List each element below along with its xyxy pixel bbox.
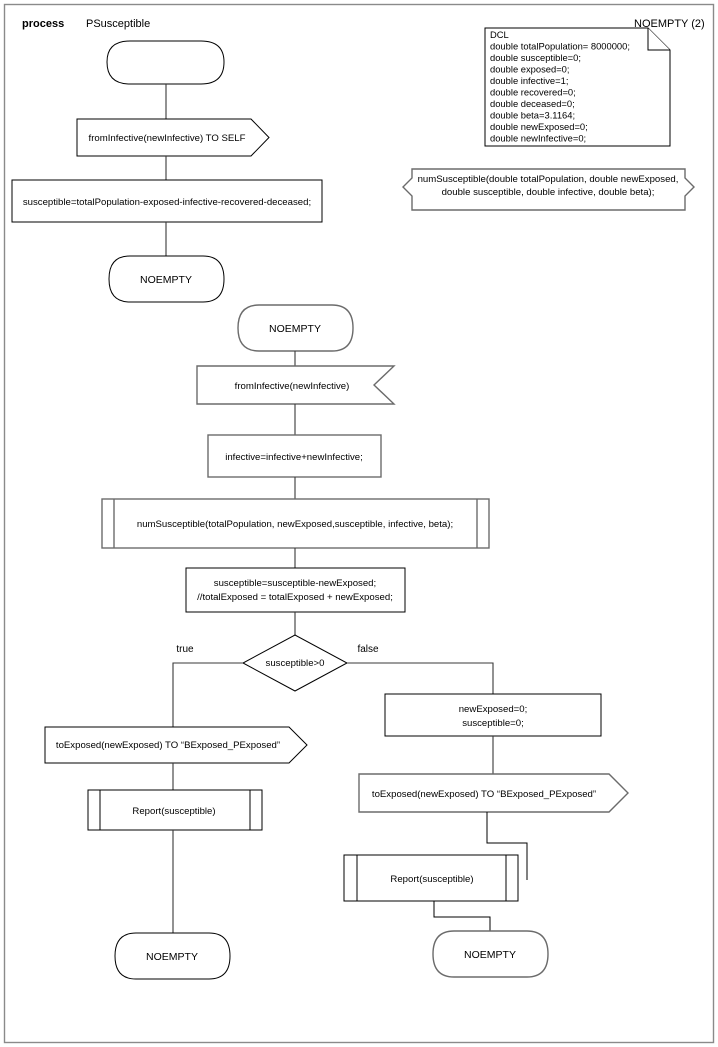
true-report-box: Report(susceptible): [87, 789, 263, 831]
procedure-declaration-outline: [402, 168, 695, 211]
true-report-label: Report(susceptible): [132, 806, 215, 817]
procedure-declaration: numSusceptible(double totalPopulation, d…: [402, 168, 695, 211]
false-report-label: Report(susceptible): [390, 874, 473, 885]
dcl-note-line-1: double susceptible=0;: [490, 52, 581, 63]
false-output-label: toExposed(newExposed) TO “BExposed_PExpo…: [372, 789, 596, 800]
task-exposed: susceptible=susceptible-newExposed; //to…: [185, 567, 406, 613]
task-susceptible: susceptible=totalPopulation-exposed-infe…: [11, 179, 323, 223]
input-from-infective-shape: fromInfective(newInfective): [196, 365, 396, 405]
dcl-note-line-6: double beta=3.1164;: [490, 110, 575, 121]
true-next-state-label: NOEMPTY: [146, 951, 198, 963]
process-name: PSusceptible: [86, 18, 150, 30]
connector-true-branch: [172, 662, 243, 727]
input-self-shape: fromInfective(newInfective) TO SELF: [76, 118, 270, 157]
page-reference-label: NOEMPTY (2): [634, 18, 705, 30]
false-next-state-outline: [432, 930, 549, 978]
decision-outline: [241, 634, 349, 692]
false-report-outline: [343, 854, 519, 902]
connector-false-report-to-state: [433, 901, 491, 931]
false-report-box: Report(susceptible): [343, 854, 519, 902]
procedure-declaration-line-2: double susceptible, double infective, do…: [442, 187, 655, 198]
process-keyword: process: [22, 18, 64, 30]
input-from-infective-label: fromInfective(newInfective): [235, 381, 350, 392]
input-self-label: fromInfective(newInfective) TO SELF: [89, 133, 246, 144]
false-task-line-1: newExposed=0;: [459, 704, 528, 715]
true-output-label: toExposed(newExposed) TO “BExposed_PExpo…: [56, 740, 280, 751]
procedure-call-num-susceptible: numSusceptible(totalPopulation, newExpos…: [101, 498, 490, 549]
task-exposed-line-2: //totalExposed = totalExposed + newExpos…: [197, 592, 393, 603]
procedure-call-box: [101, 498, 490, 549]
start-state-outline: [106, 40, 225, 85]
decision-label: susceptible>0: [266, 658, 325, 669]
dcl-note-line-2: double exposed=0;: [490, 64, 570, 75]
dcl-note-line-3: double infective=1;: [490, 75, 568, 86]
true-next-state: NOEMPTY: [114, 932, 231, 980]
task-susceptible-box: [11, 179, 323, 223]
start-state: [106, 40, 225, 85]
true-report-outline: [87, 789, 263, 831]
task-susceptible-label: susceptible=totalPopulation-exposed-infe…: [23, 197, 311, 208]
dcl-note-fold: [647, 28, 670, 51]
procedure-call-label: numSusceptible(totalPopulation, newExpos…: [137, 519, 453, 530]
false-next-state-label: NOEMPTY: [464, 949, 516, 961]
dcl-note-line-0: double totalPopulation= 8000000;: [490, 41, 630, 52]
dcl-note-line-5: double deceased=0;: [490, 98, 575, 109]
dcl-note: DCL double totalPopulation= 8000000; dou…: [484, 27, 671, 147]
state-noempty-2: NOEMPTY: [237, 304, 354, 352]
input-from-infective-outline: [196, 365, 396, 405]
task-exposed-box: [185, 567, 406, 613]
dcl-note-line-4: double recovered=0;: [490, 87, 576, 98]
state-noempty-1: NOEMPTY: [108, 255, 225, 303]
task-infective: infective=infective+newInfective;: [207, 434, 382, 478]
procedure-declaration-line-1: numSusceptible(double totalPopulation, d…: [418, 174, 679, 185]
false-next-state: NOEMPTY: [432, 930, 549, 978]
task-infective-label: infective=infective+newInfective;: [225, 452, 363, 463]
true-output-outline: [44, 726, 308, 764]
state-noempty-2-label: NOEMPTY: [269, 323, 321, 335]
task-exposed-line-1: susceptible=susceptible-newExposed;: [214, 578, 376, 589]
state-noempty-1-label: NOEMPTY: [140, 274, 192, 286]
false-output-outline: [358, 773, 629, 813]
true-output-shape: toExposed(newExposed) TO “BExposed_PExpo…: [44, 726, 308, 764]
input-self-outline: [76, 118, 270, 157]
state-noempty-1-outline: [108, 255, 225, 303]
branch-label-false: false: [357, 644, 379, 655]
dcl-note-body: [484, 27, 671, 147]
connector-false-branch: [347, 662, 494, 694]
true-next-state-outline: [114, 932, 231, 980]
dcl-note-title: DCL: [490, 29, 509, 40]
connector-false-output-to-report: [486, 812, 528, 880]
false-task-outline: [384, 693, 602, 737]
false-task-line-2: susceptible=0;: [462, 718, 524, 729]
state-noempty-2-outline: [237, 304, 354, 352]
decision-susceptible-gt-zero: susceptible>0: [241, 634, 349, 692]
page-frame: [3, 3, 715, 1044]
dcl-note-line-7: double newExposed=0;: [490, 121, 588, 132]
task-infective-box: [207, 434, 382, 478]
branch-label-true: true: [176, 644, 194, 655]
false-output-shape: toExposed(newExposed) TO “BExposed_PExpo…: [358, 773, 629, 813]
dcl-note-line-8: double newInfective=0;: [490, 133, 586, 144]
false-task-box: newExposed=0; susceptible=0;: [384, 693, 602, 737]
